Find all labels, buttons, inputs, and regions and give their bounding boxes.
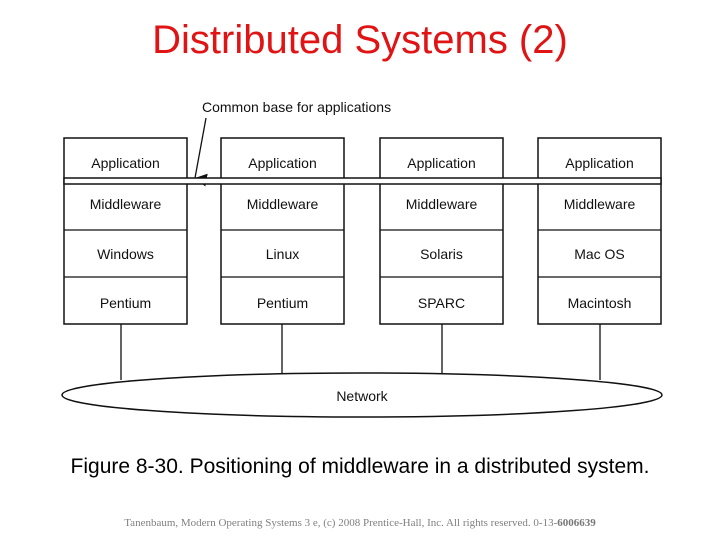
layer-hardware: Macintosh (568, 295, 632, 311)
machine-box (63, 137, 188, 325)
machine-linux: Application Middleware Linux Pentium (220, 137, 345, 325)
footer-text: Tanenbaum, Modern Operating Systems 3 e,… (124, 517, 558, 529)
network-label: Network (336, 388, 388, 404)
layer-application: Application (248, 155, 317, 171)
machine-macos: Application Middleware Mac OS Macintosh (537, 137, 662, 325)
layer-middleware: Middleware (564, 196, 636, 212)
layer-hardware: Pentium (257, 295, 308, 311)
copyright-footer: Tanenbaum, Modern Operating Systems 3 e,… (0, 517, 720, 529)
layer-hardware: Pentium (100, 295, 151, 311)
middleware-bar (63, 177, 662, 185)
machine-windows: Application Middleware Windows Pentium (63, 137, 188, 325)
layer-application: Application (91, 155, 160, 171)
layer-application: Application (565, 155, 634, 171)
layer-middleware: Middleware (90, 196, 162, 212)
annotation-label: Common base for applications (202, 99, 391, 115)
footer-isbn: 6006639 (557, 517, 596, 529)
layer-middleware: Middleware (247, 196, 319, 212)
layer-os: Linux (266, 246, 299, 262)
annotation-arrow (194, 117, 208, 187)
network-ellipse (61, 372, 663, 418)
slide-title: Distributed Systems (2) (152, 18, 568, 62)
layer-application: Application (407, 155, 476, 171)
layer-middleware: Middleware (406, 196, 478, 212)
figure-caption: Figure 8-30. Positioning of middleware i… (70, 455, 650, 478)
layer-hardware: SPARC (418, 295, 465, 311)
layer-os: Mac OS (574, 246, 625, 262)
machine-solaris: Application Middleware Solaris SPARC (379, 137, 504, 325)
layer-os: Windows (97, 246, 154, 262)
layer-os: Solaris (420, 246, 463, 262)
